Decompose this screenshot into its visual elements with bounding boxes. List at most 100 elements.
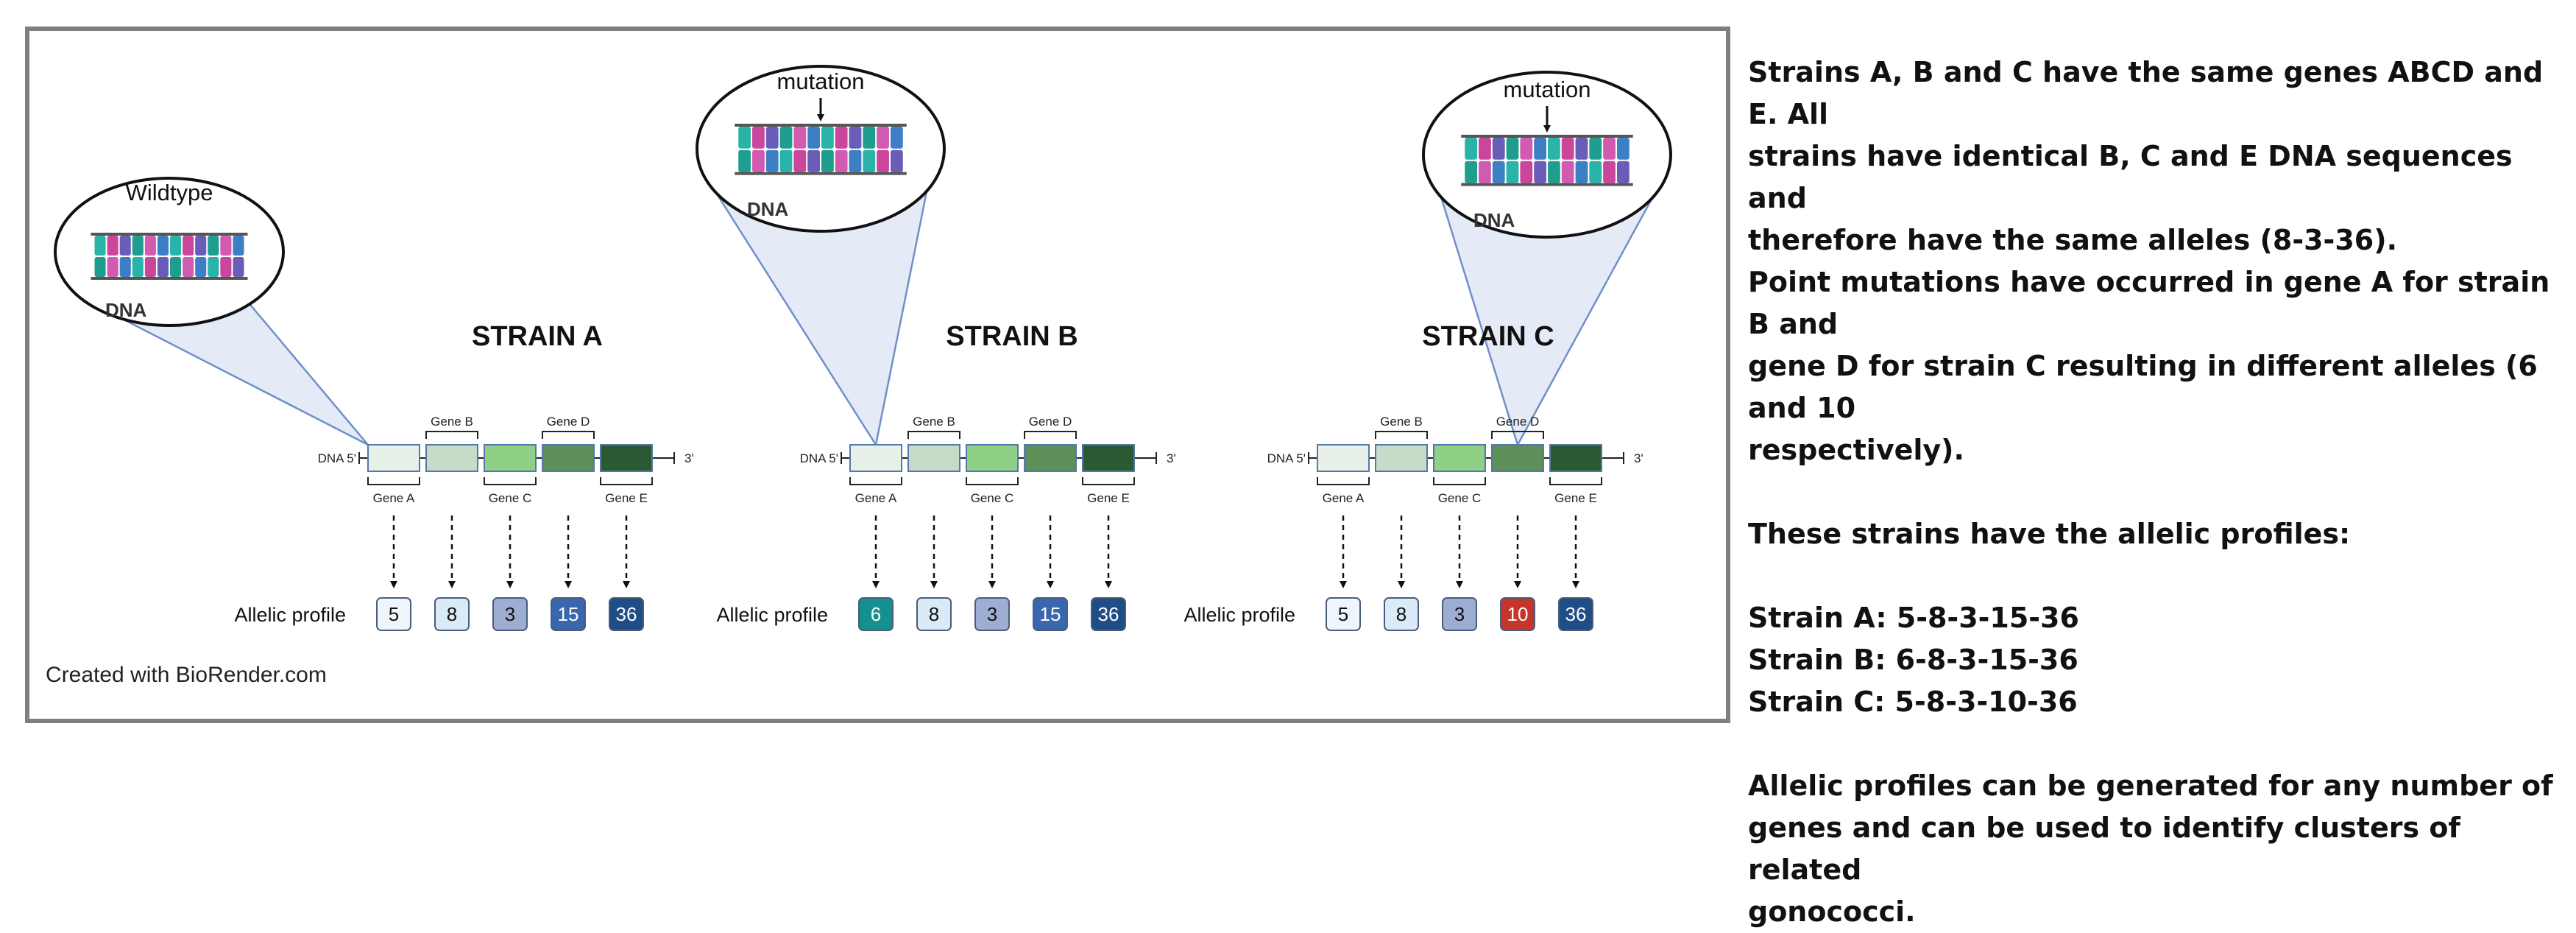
text-line: Strains A, B and C have the same genes A…	[1748, 56, 2544, 130]
base-pair	[1589, 138, 1602, 160]
base-pair	[1603, 161, 1616, 183]
gene-box	[907, 444, 960, 472]
allele-value: 3	[505, 603, 515, 625]
allele-box	[551, 597, 586, 631]
allele-box	[1442, 597, 1477, 631]
base-pair	[1506, 161, 1519, 183]
dna-5-label: DNA 5'	[800, 451, 838, 465]
dna-3-label: 3'	[684, 451, 694, 465]
base-pair	[1465, 161, 1478, 183]
base-pair	[107, 257, 118, 277]
base-pair	[821, 127, 834, 149]
gene-bracket	[966, 477, 1019, 485]
base-pair	[1616, 161, 1630, 183]
base-pair	[233, 257, 244, 277]
gene-bracket	[1082, 477, 1135, 485]
gene-bracket	[1024, 431, 1077, 439]
base-pair	[1575, 138, 1588, 160]
base-pair	[208, 236, 219, 256]
allele-value: 3	[1454, 603, 1465, 625]
base-pair	[94, 236, 106, 256]
profile-line: Strain B: 6-8-3-15-36	[1748, 644, 2078, 676]
callout-label: mutation	[777, 68, 865, 94]
base-pair	[835, 149, 848, 172]
base-pair	[890, 127, 903, 149]
gene-label: Gene C	[489, 491, 532, 505]
gene-bracket	[542, 431, 595, 439]
base-pair	[849, 127, 862, 149]
base-pair	[1616, 138, 1630, 160]
text-line: gene D for strain C resulting in differe…	[1748, 350, 2538, 424]
allele-box	[1500, 597, 1535, 631]
text-line: therefore have the same alleles (8-3-36)…	[1748, 224, 2398, 256]
dna-5-label: DNA 5'	[1267, 451, 1306, 465]
callout-bubble	[54, 177, 285, 327]
base-pair	[849, 149, 862, 172]
allelic-profile-label: Allelic profile	[1183, 604, 1295, 626]
base-pair	[738, 149, 751, 172]
base-pair	[1479, 161, 1491, 183]
base-pair	[119, 257, 131, 277]
base-pair	[1534, 138, 1546, 160]
gene-box	[1024, 444, 1077, 472]
base-pair	[157, 236, 169, 256]
credit-text: Created with BioRender.com	[46, 663, 327, 687]
gene-bracket	[849, 477, 902, 485]
allele-box	[1326, 597, 1361, 631]
helix-backbone	[91, 233, 248, 236]
gene-label: Gene E	[1554, 491, 1597, 505]
base-pair	[877, 127, 889, 149]
base-pair	[170, 257, 182, 277]
base-pair	[738, 127, 751, 149]
text-line: respectively).	[1748, 434, 1964, 466]
base-pair	[220, 236, 232, 256]
base-pair	[807, 127, 820, 149]
allele-value: 36	[1565, 603, 1587, 625]
dna-5-label: DNA 5'	[318, 451, 356, 465]
gene-box	[966, 444, 1019, 472]
allele-box	[609, 597, 644, 631]
gene-box	[1433, 444, 1486, 472]
gene-box	[849, 444, 902, 472]
allele-value: 6	[871, 603, 881, 625]
gene-label: Gene D	[1029, 415, 1072, 429]
explanation-text: Strains A, B and C have the same genes A…	[1748, 52, 2565, 933]
paragraph-genes: Strains A, B and C have the same genes A…	[1748, 52, 2565, 471]
base-pair	[1492, 138, 1505, 160]
gene-box	[484, 444, 537, 472]
allele-value: 15	[558, 603, 579, 625]
gene-label: Gene A	[1323, 491, 1365, 505]
text-line: Allelic profiles can be generated for an…	[1748, 770, 2553, 802]
helix-backbone	[91, 277, 248, 280]
base-pair	[195, 257, 207, 277]
gene-label: Gene E	[605, 491, 648, 505]
base-pair	[132, 236, 144, 256]
gene-label: Gene D	[547, 415, 590, 429]
base-pair	[144, 257, 156, 277]
base-pair	[170, 236, 182, 256]
base-pair	[752, 149, 765, 172]
allele-value: 5	[389, 603, 399, 625]
gene-box	[1317, 444, 1370, 472]
base-pair	[220, 257, 232, 277]
base-pair	[195, 236, 207, 256]
gene-bracket	[1491, 431, 1544, 439]
gene-label: Gene A	[855, 491, 897, 505]
base-pair	[94, 257, 106, 277]
text-line: genes and can be used to identify cluste…	[1748, 811, 2460, 886]
paragraph-conclusion: Allelic profiles can be generated for an…	[1748, 765, 2565, 933]
base-pair	[835, 127, 848, 149]
allele-box	[1033, 597, 1068, 631]
allele-box	[974, 597, 1010, 631]
allele-value: 36	[1098, 603, 1119, 625]
base-pair	[1548, 161, 1560, 183]
base-pair	[1589, 161, 1602, 183]
gene-box	[425, 444, 478, 472]
allele-box	[858, 597, 894, 631]
callout-label: Wildtype	[126, 180, 213, 205]
base-pair	[752, 127, 765, 149]
base-pair	[807, 149, 820, 172]
base-pair	[863, 127, 876, 149]
base-pair	[1561, 138, 1574, 160]
